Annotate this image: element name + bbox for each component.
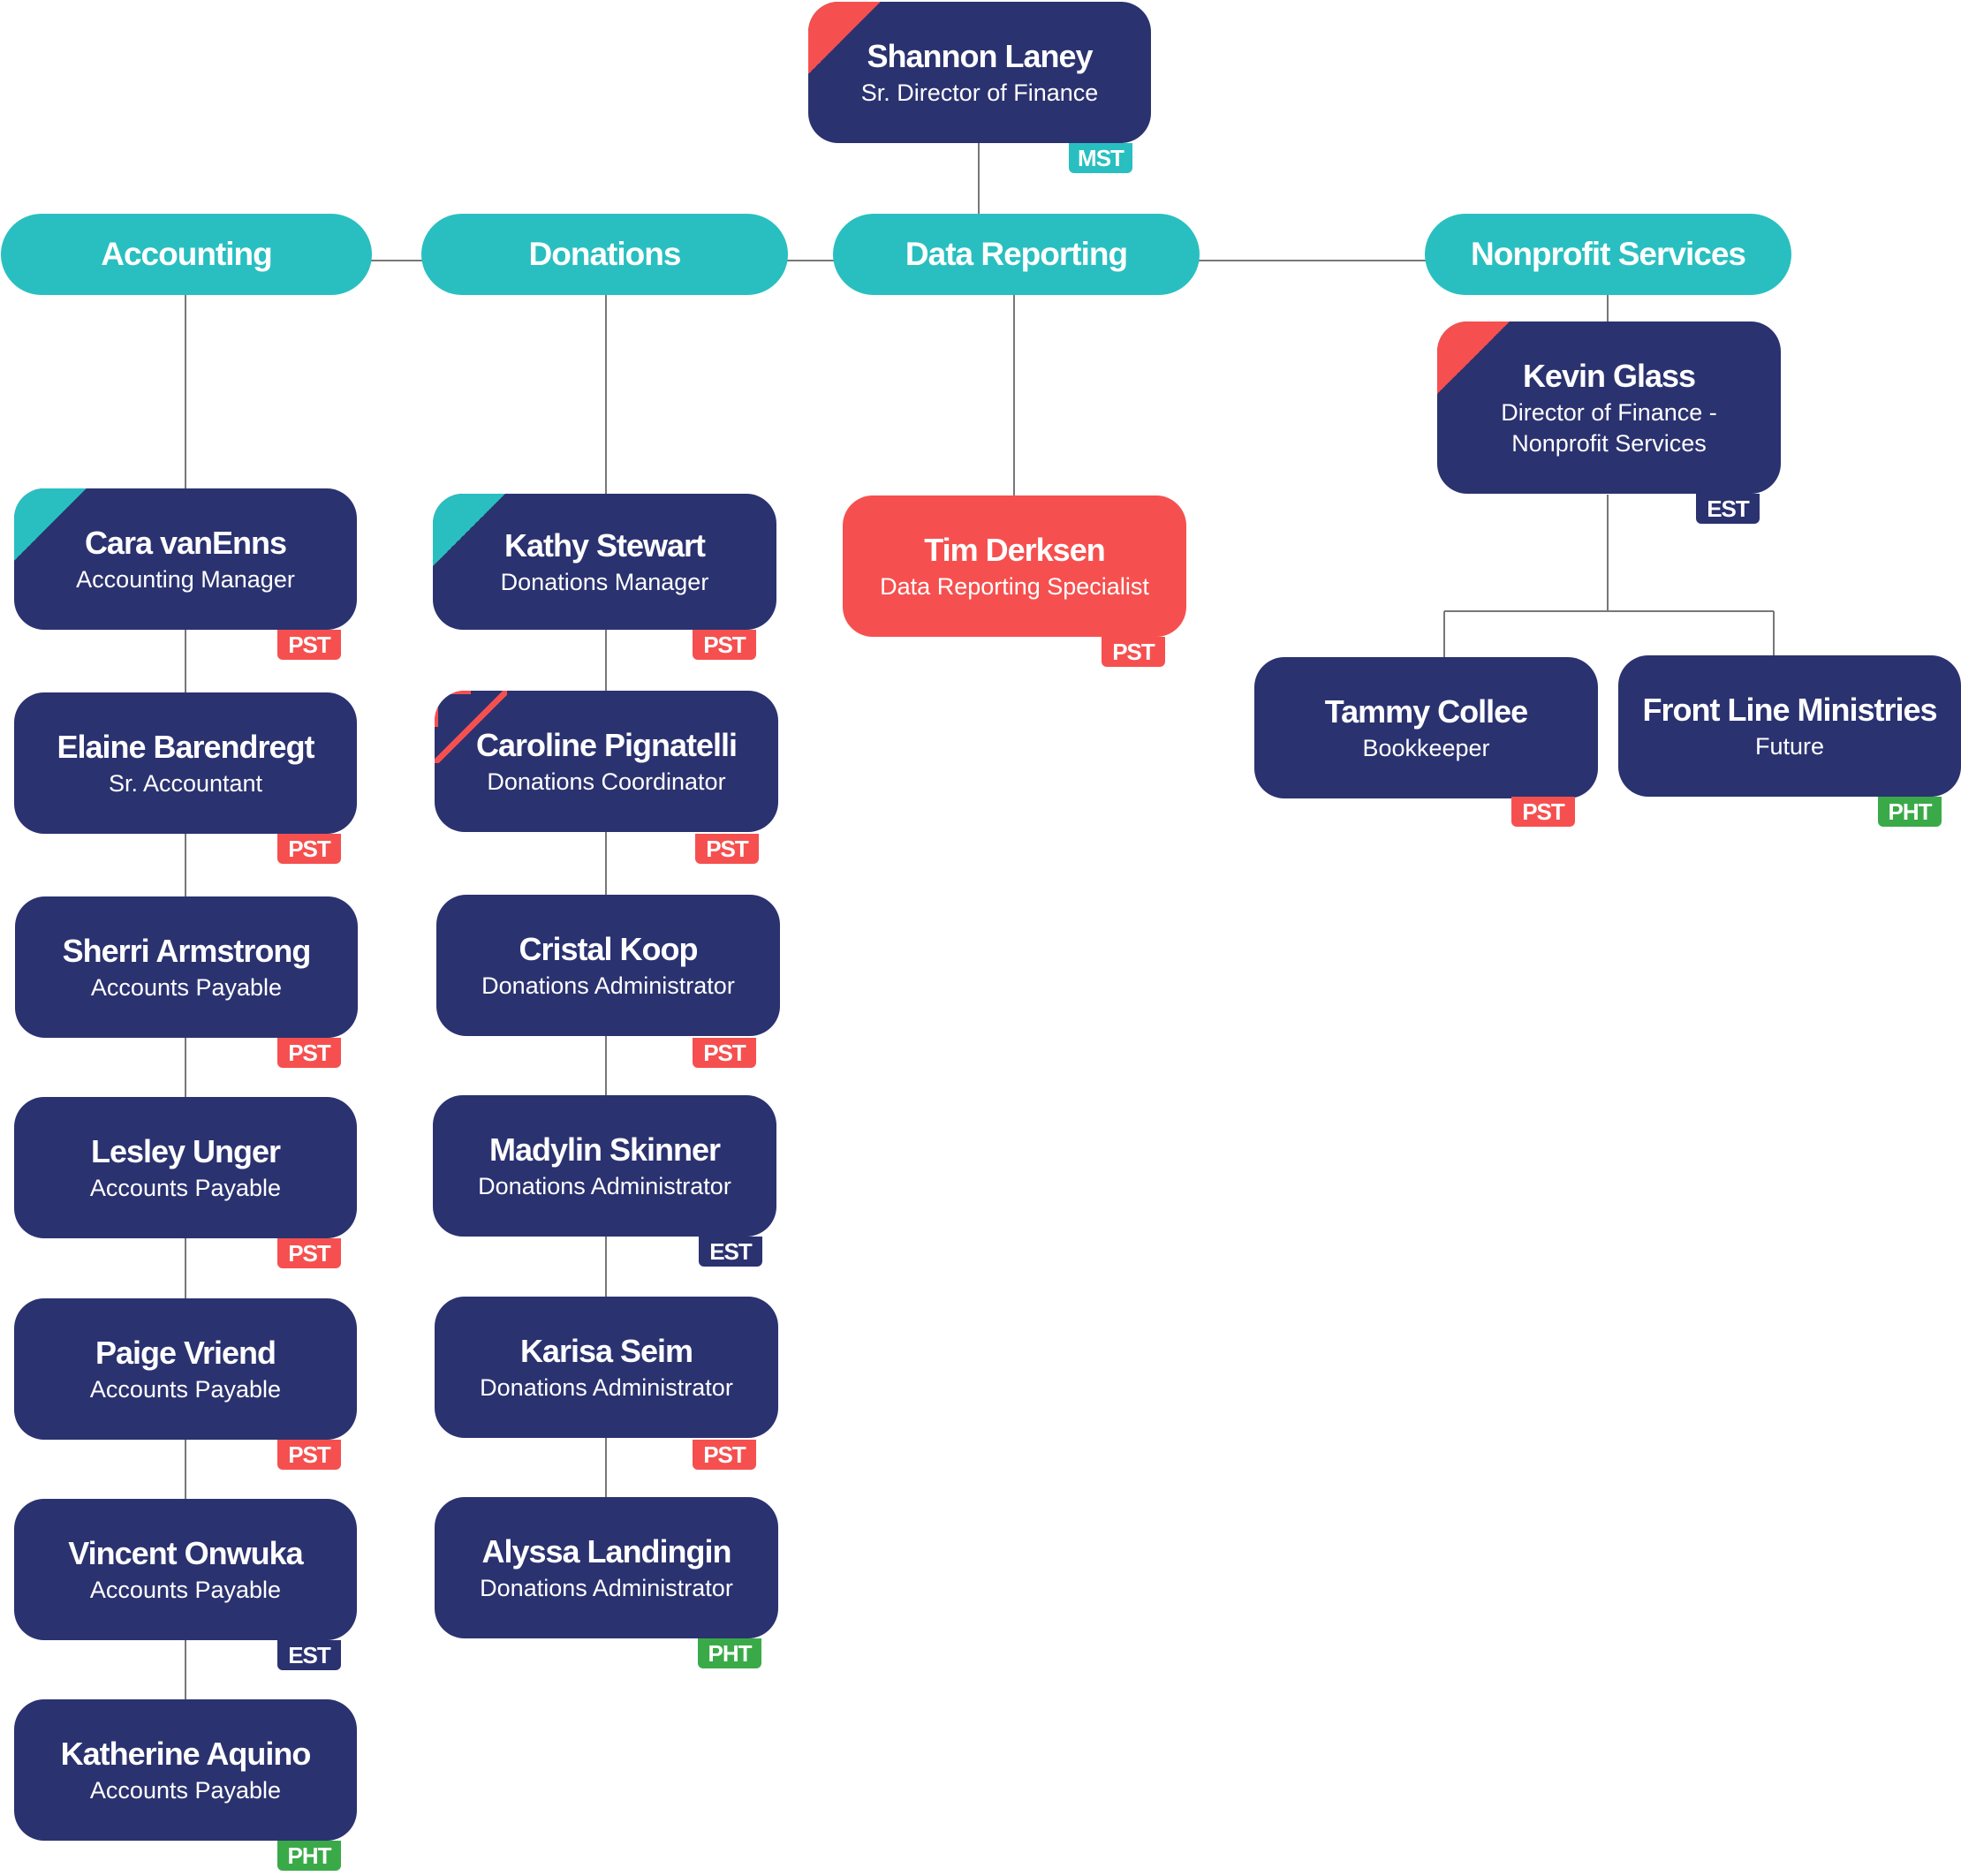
person-name: Front Line Ministries: [1642, 691, 1937, 728]
timezone-badge: MST: [1069, 143, 1132, 173]
manager-corner-marker: [433, 494, 505, 566]
person-name: Tammy Collee: [1324, 692, 1528, 730]
coordinator-corner-marker: [435, 691, 507, 763]
person-card-sherri-armstrong: Sherri Armstrong Accounts Payable: [15, 896, 358, 1038]
person-card-katherine-aquino: Katherine Aquino Accounts Payable: [14, 1699, 357, 1841]
timezone-badge: EST: [699, 1237, 762, 1267]
person-role: Bookkeeper: [1362, 734, 1490, 761]
timezone-badge: EST: [277, 1640, 341, 1670]
person-card-tim-derksen: Tim Derksen Data Reporting Specialist: [843, 495, 1186, 637]
person-card-kathy-stewart: Kathy Stewart Donations Manager: [433, 494, 776, 630]
person-role: Director of Finance - Nonprofit Services: [1501, 398, 1717, 457]
person-role: Accounts Payable: [89, 1174, 282, 1201]
person-name: Tim Derksen: [924, 531, 1105, 568]
person-name: Alyssa Landingin: [481, 1532, 731, 1570]
lead-corner-marker: [808, 2, 881, 74]
timezone-badge: PST: [277, 1440, 341, 1470]
person-card-karisa-seim: Karisa Seim Donations Administrator: [435, 1297, 778, 1438]
person-card-lesley-unger: Lesley Unger Accounts Payable: [14, 1097, 357, 1238]
person-name: Elaine Barendregt: [57, 728, 314, 765]
timezone-badge: EST: [1696, 494, 1760, 524]
person-name: Cara vanEnns: [84, 524, 287, 561]
person-role: Accounting Manager: [76, 565, 295, 593]
person-name: Kevin Glass: [1522, 357, 1696, 394]
person-role: Donations Coordinator: [487, 768, 726, 795]
person-name: Karisa Seim: [519, 1332, 693, 1369]
person-role: Accounts Payable: [90, 973, 283, 1001]
timezone-badge: PHT: [277, 1841, 341, 1871]
person-card-elaine-barendregt: Elaine Barendregt Sr. Accountant: [14, 692, 357, 834]
person-card-cristal-koop: Cristal Koop Donations Administrator: [436, 895, 780, 1036]
person-role: Future: [1754, 732, 1825, 760]
timezone-badge: PST: [277, 834, 341, 864]
person-card-caroline-pignatelli: Caroline Pignatelli Donations Coordinato…: [435, 691, 778, 832]
person-role: Donations Administrator: [480, 1574, 733, 1601]
person-card-shannon-laney: Shannon Laney Sr. Director of Finance: [808, 2, 1151, 143]
person-role: Accounts Payable: [89, 1776, 282, 1804]
lead-corner-marker: [1437, 321, 1510, 394]
person-role: Data Reporting Specialist: [880, 572, 1149, 600]
person-name: Vincent Onwuka: [68, 1534, 303, 1571]
department-nonprofit-services: Nonprofit Services: [1425, 214, 1791, 295]
person-name: Caroline Pignatelli: [475, 726, 738, 763]
person-name: Kathy Stewart: [504, 526, 706, 564]
person-role: Accounts Payable: [89, 1375, 282, 1403]
person-role: Donations Manager: [500, 568, 709, 595]
person-role: Donations Administrator: [480, 1373, 733, 1401]
person-role: Sr. Director of Finance: [860, 79, 1099, 106]
connector-nonprofit-reports: [1443, 495, 1775, 658]
person-name: Katherine Aquino: [60, 1735, 312, 1772]
timezone-badge: PST: [277, 1238, 341, 1268]
person-card-tammy-collee: Tammy Collee Bookkeeper: [1254, 657, 1598, 798]
timezone-badge: PST: [277, 630, 341, 660]
person-name: Madylin Skinner: [488, 1131, 721, 1168]
timezone-badge: PST: [693, 630, 756, 660]
timezone-badge: PHT: [1878, 797, 1942, 827]
person-name: Paige Vriend: [95, 1334, 276, 1371]
person-name: Cristal Koop: [519, 930, 698, 967]
person-card-madylin-skinner: Madylin Skinner Donations Administrator: [433, 1095, 776, 1237]
department-data-reporting: Data Reporting: [833, 214, 1200, 295]
person-role: Sr. Accountant: [108, 769, 263, 797]
person-name: Sherri Armstrong: [62, 932, 312, 969]
person-name: Lesley Unger: [90, 1132, 281, 1169]
person-role: Donations Administrator: [478, 1172, 731, 1199]
person-card-cara-vanenns: Cara vanEnns Accounting Manager: [14, 488, 357, 630]
timezone-badge: PST: [695, 834, 759, 864]
manager-corner-marker: [14, 488, 87, 561]
person-card-paige-vriend: Paige Vriend Accounts Payable: [14, 1298, 357, 1440]
person-card-front-line-ministries: Front Line Ministries Future: [1618, 655, 1961, 797]
timezone-badge: PST: [1511, 797, 1575, 827]
timezone-badge: PST: [693, 1038, 756, 1068]
person-role: Donations Administrator: [481, 972, 735, 999]
department-donations: Donations: [421, 214, 788, 295]
timezone-badge: PST: [693, 1440, 756, 1470]
person-name: Shannon Laney: [867, 37, 1093, 74]
person-card-vincent-onwuka: Vincent Onwuka Accounts Payable: [14, 1499, 357, 1640]
timezone-badge: PST: [1102, 637, 1165, 667]
timezone-badge: PST: [277, 1038, 341, 1068]
timezone-badge: PHT: [698, 1638, 761, 1668]
person-card-kevin-glass: Kevin Glass Director of Finance - Nonpro…: [1437, 321, 1781, 494]
person-card-alyssa-landingin: Alyssa Landingin Donations Administrator: [435, 1497, 778, 1638]
department-accounting: Accounting: [1, 214, 372, 295]
person-role: Accounts Payable: [89, 1576, 282, 1603]
